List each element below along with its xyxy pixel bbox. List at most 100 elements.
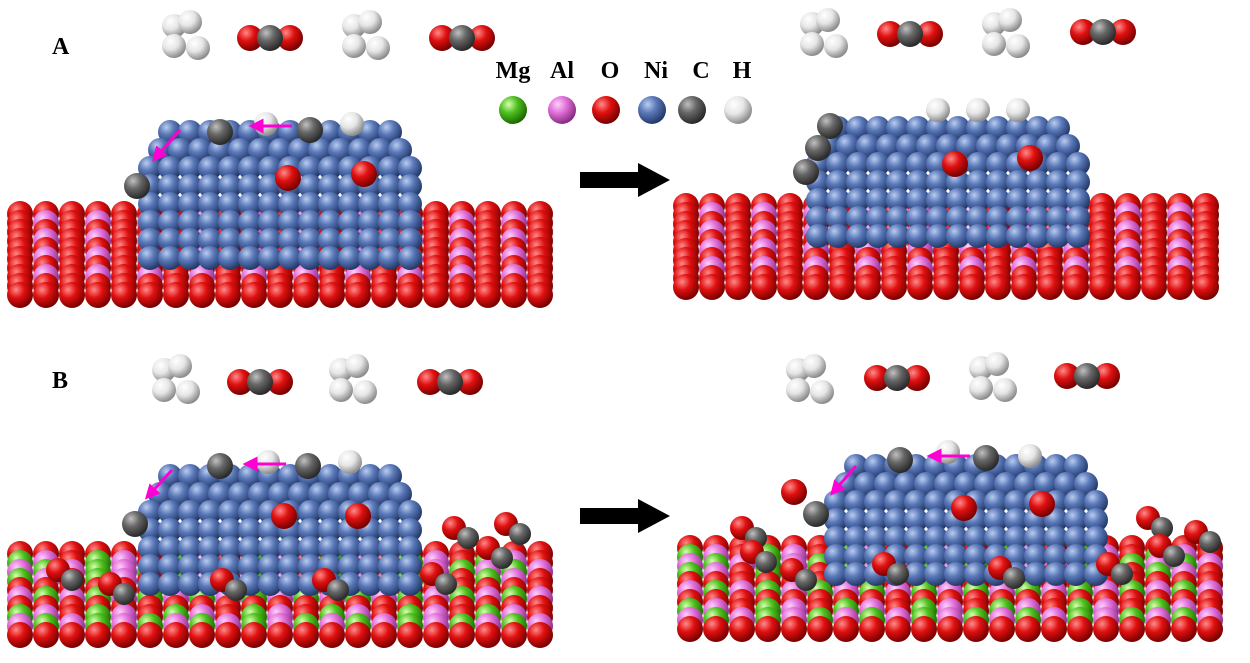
ni-atom: [846, 152, 870, 176]
ni-atom: [866, 152, 890, 176]
ni-atom: [866, 116, 890, 140]
ni-atom: [894, 472, 918, 496]
support-atom: [1011, 274, 1037, 300]
ni-atom: [198, 192, 222, 216]
co2-molecule: [1070, 19, 1136, 45]
ni-atom: [1026, 224, 1050, 248]
surface-c-atom: [1151, 517, 1173, 539]
ni-atom: [218, 192, 242, 216]
surface-c-atom: [755, 551, 777, 573]
ni-atom: [844, 562, 868, 586]
ni-atom: [926, 116, 950, 140]
support-atom: [33, 622, 59, 648]
ni-atom: [178, 536, 202, 560]
surface-c-atom: [225, 579, 247, 601]
ni-atom: [1006, 188, 1030, 212]
ni-atom: [846, 206, 870, 230]
ni-atom: [318, 156, 342, 180]
ni-atom: [904, 544, 928, 568]
support-atom: [803, 274, 829, 300]
ni-atom: [1006, 206, 1030, 230]
surface-c-atom: [113, 583, 135, 605]
ni-atom: [138, 536, 162, 560]
ni-atom: [318, 464, 342, 488]
ni-atom: [836, 134, 860, 158]
magenta-arrow: [144, 468, 174, 500]
ni-atom: [218, 156, 242, 180]
ni-atom: [358, 536, 382, 560]
slab-a-initial: [7, 120, 553, 308]
ni-atom: [1006, 224, 1030, 248]
ni-atom: [926, 170, 950, 194]
ni-atom: [218, 518, 242, 542]
ni-atom: [298, 156, 322, 180]
ni-atom: [158, 174, 182, 198]
ni-atom: [288, 138, 312, 162]
adsorbates-b-final: [781, 440, 1055, 527]
adsorbates-a-final: [793, 98, 1043, 185]
ni-atom: [338, 192, 362, 216]
support-atom: [703, 616, 729, 642]
ni-atom: [198, 500, 222, 524]
ni-atom: [398, 518, 422, 542]
ni-atom: [258, 210, 282, 234]
ni-atom: [398, 156, 422, 180]
ni-atom: [258, 572, 282, 596]
support-atom: [1093, 616, 1119, 642]
ni-atom: [358, 464, 382, 488]
ni-atom: [358, 246, 382, 270]
ni-atom: [1044, 562, 1068, 586]
ni-atom: [826, 170, 850, 194]
ni-atom: [178, 210, 202, 234]
support-atom: [137, 282, 163, 308]
ni-atom: [298, 174, 322, 198]
ch4-molecule: [969, 352, 1017, 402]
ni-atom: [368, 482, 392, 506]
ni-atom: [158, 572, 182, 596]
ni-atom: [178, 554, 202, 578]
ni-atom: [278, 192, 302, 216]
support-atom: [475, 282, 501, 308]
ni-atom: [866, 170, 890, 194]
surface-c-atom: [435, 573, 457, 595]
ch4-molecule: [162, 10, 210, 60]
ni-atom: [964, 562, 988, 586]
ni-atom: [1026, 116, 1050, 140]
ni-atom: [378, 500, 402, 524]
ni-atom: [906, 116, 930, 140]
ni-atom: [924, 526, 948, 550]
ni-atom: [826, 188, 850, 212]
ni-atom: [198, 246, 222, 270]
ni-atom: [1074, 472, 1098, 496]
slab-b-initial: [7, 464, 553, 648]
ni-atom: [886, 152, 910, 176]
ni-atom: [238, 536, 262, 560]
ni-atom: [806, 188, 830, 212]
support-atom: [833, 616, 859, 642]
support-atom: [59, 282, 85, 308]
ni-atom: [944, 526, 968, 550]
support-atom: [963, 616, 989, 642]
support-atom: [989, 616, 1015, 642]
ni-atom: [904, 490, 928, 514]
ni-atom: [318, 246, 342, 270]
ni-atom: [906, 224, 930, 248]
ni-atom: [966, 224, 990, 248]
ni-atom: [884, 526, 908, 550]
ni-atom: [1026, 206, 1050, 230]
ni-atom: [1046, 170, 1070, 194]
ni-atom: [378, 192, 402, 216]
support-atom: [215, 622, 241, 648]
ni-atom: [378, 572, 402, 596]
ni-atom: [986, 152, 1010, 176]
ni-atom: [1014, 472, 1038, 496]
ni-atom: [846, 224, 870, 248]
ni-atom: [238, 174, 262, 198]
support-atom: [725, 274, 751, 300]
ni-atom: [1084, 490, 1108, 514]
ni-atom: [904, 526, 928, 550]
ni-atom: [238, 246, 262, 270]
support-atom: [1193, 274, 1219, 300]
ni-atom: [986, 170, 1010, 194]
surface-c-atom: [327, 579, 349, 601]
